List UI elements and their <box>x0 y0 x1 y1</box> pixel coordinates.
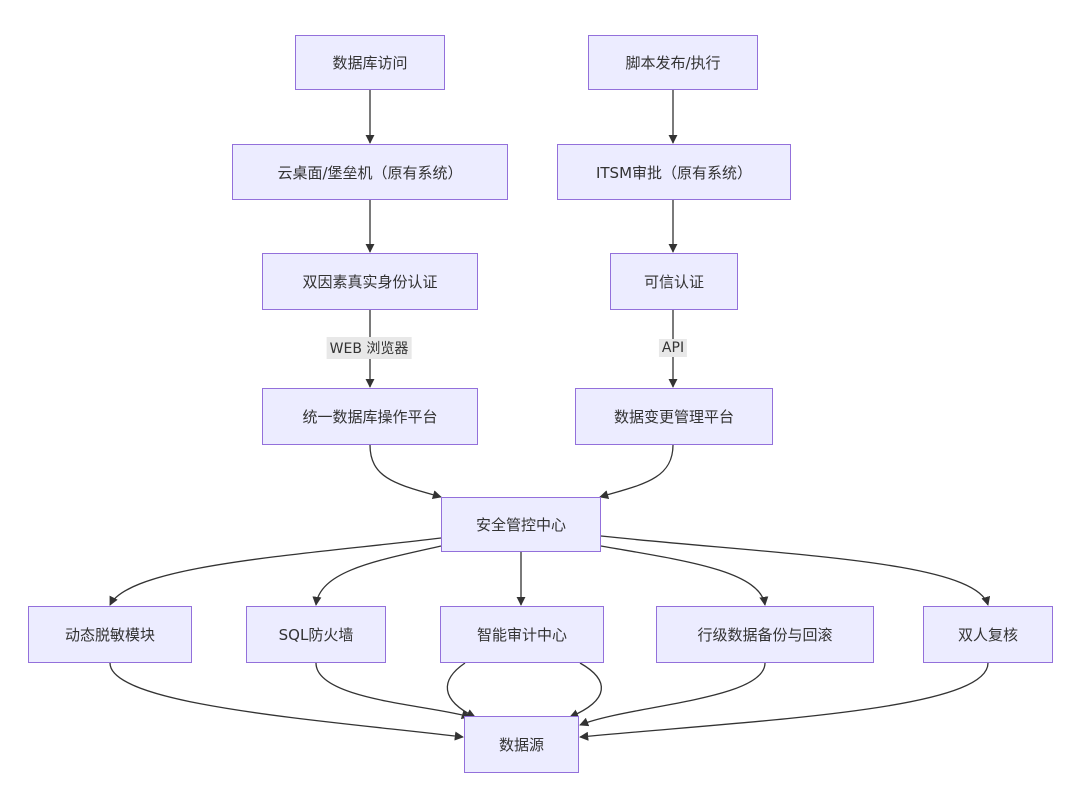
node-audit-center: 智能审计中心 <box>440 606 604 663</box>
edge-backup-to-datasource <box>579 662 766 727</box>
node-trusted-auth: 可信认证 <box>610 253 738 310</box>
node-cloud-desktop: 云桌面/堡垒机（原有系统） <box>232 144 508 200</box>
node-security-center: 安全管控中心 <box>441 497 601 552</box>
node-script-publish: 脚本发布/执行 <box>588 35 758 90</box>
node-dual-review: 双人复核 <box>923 606 1053 663</box>
edge-security-to-masking <box>109 537 442 606</box>
edge-security-to-firewall <box>312 545 442 606</box>
edge-label-web-browser: WEB 浏览器 <box>326 337 412 359</box>
edge-audit-right-to-datasource <box>569 662 602 718</box>
node-dynamic-masking: 动态脱敏模块 <box>28 606 192 663</box>
node-db-access: 数据库访问 <box>295 35 445 90</box>
edge-security-to-dual-review <box>600 535 991 606</box>
edge-firewall-to-datasource <box>315 662 471 720</box>
edge-audit-left-to-datasource <box>446 662 476 718</box>
node-data-source: 数据源 <box>464 716 579 773</box>
edge-security-to-backup <box>600 545 769 606</box>
node-unified-platform: 统一数据库操作平台 <box>262 388 478 445</box>
node-two-factor: 双因素真实身份认证 <box>262 253 478 310</box>
node-change-platform: 数据变更管理平台 <box>575 388 773 445</box>
edge-masking-to-datasource <box>109 662 464 741</box>
edge-unified-to-security <box>369 444 442 500</box>
edge-dual-review-to-datasource <box>579 662 989 741</box>
node-itsm: ITSM审批（原有系统） <box>557 144 791 200</box>
edge-change-to-security <box>599 444 674 500</box>
edge-label-api: API <box>658 339 688 357</box>
node-sql-firewall: SQL防火墙 <box>246 606 386 663</box>
node-backup-rollback: 行级数据备份与回滚 <box>656 606 874 663</box>
